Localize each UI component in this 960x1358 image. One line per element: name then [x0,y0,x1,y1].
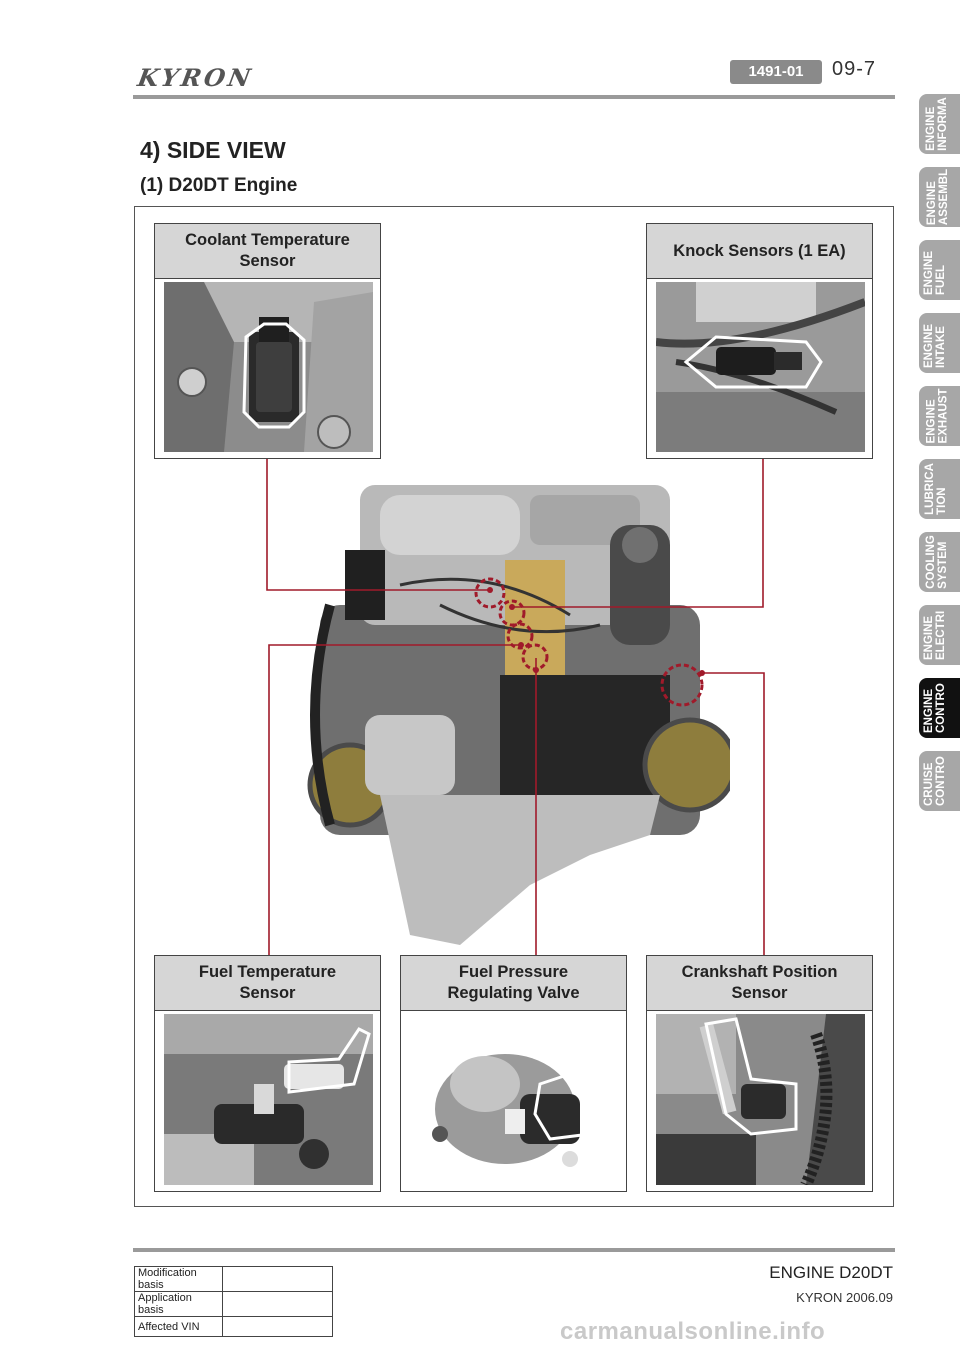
engine-illustration [307,485,730,945]
knock-sensor-panel: Knock Sensors (1 EA) [646,223,873,459]
fuel-temperature-sensor-caption: Fuel Temperature Sensor [155,956,380,1011]
sidebar-tab-engine-intake[interactable]: ENGINE INTAKE [919,313,960,373]
crankshaft-sensor-photo [656,1014,865,1185]
coolant-sensor-panel: Coolant Temperature Sensor [154,223,381,459]
knock-sensor-photo [656,282,865,452]
affected-vin-label: Affected VIN [134,1316,223,1337]
kyron-logo: KYRON [135,63,256,92]
crankshaft-sensor-panel: Crankshaft Position Sensor [646,955,873,1192]
subsection-title: (1) D20DT Engine [140,175,298,196]
sidebar-tab-cooling-system[interactable]: COOLING SYSTEM [919,532,960,592]
sidebar-tab-engine-information[interactable]: ENGINE INFORMA [919,94,960,154]
sidebar-tab-engine-assembly[interactable]: ENGINE ASSEMBL [919,167,960,227]
sidebar-tab-lubrication[interactable]: LUBRICA TION [919,459,960,519]
application-basis-label: Application basis [134,1291,223,1317]
fuel-pressure-valve-caption: Fuel Pressure Regulating Valve [401,956,626,1011]
figure-frame [134,206,894,1207]
coolant-sensor-caption: Coolant Temperature Sensor [155,224,380,279]
document-code-badge: 1491-01 [730,60,822,84]
modification-basis-label: Modification basis [134,1266,223,1292]
modification-table: Modification basis Application basis Aff… [134,1266,333,1337]
fuel-temperature-sensor-panel: Fuel Temperature Sensor [154,955,381,1192]
sidebar-tab-engine-electrical[interactable]: ENGINE ELECTRI [919,605,960,665]
footer-title: ENGINE D20DT [769,1263,893,1282]
section-title: 4) SIDE VIEW [140,137,286,163]
coolant-sensor-photo [164,282,373,452]
fuel-pressure-valve-photo [410,1014,619,1185]
knock-sensor-caption: Knock Sensors (1 EA) [647,224,872,279]
sidebar-tab-cruise-control[interactable]: CRUISE CONTRO [919,751,960,811]
table-row: Affected VIN [134,1316,333,1337]
header-divider [133,95,895,99]
affected-vin-value [222,1316,333,1337]
application-basis-value [222,1291,333,1317]
table-row: Application basis [134,1291,333,1317]
footer-subtitle: KYRON 2006.09 [796,1290,893,1305]
page-number: 09-7 [832,58,877,80]
fuel-pressure-valve-panel: Fuel Pressure Regulating Valve [400,955,627,1192]
watermark: carmanualsonline.info [560,1318,826,1345]
sidebar-tab-engine-fuel[interactable]: ENGINE FUEL [919,240,960,300]
crankshaft-sensor-caption: Crankshaft Position Sensor [647,956,872,1011]
fuel-temperature-sensor-photo [164,1014,373,1185]
sidebar-tab-engine-control[interactable]: ENGINE CONTRO [919,678,960,738]
modification-basis-value [222,1266,333,1292]
footer-divider [133,1248,895,1252]
table-row: Modification basis [134,1266,333,1292]
sidebar-tab-engine-exhaust[interactable]: ENGINE EXHAUST [919,386,960,446]
